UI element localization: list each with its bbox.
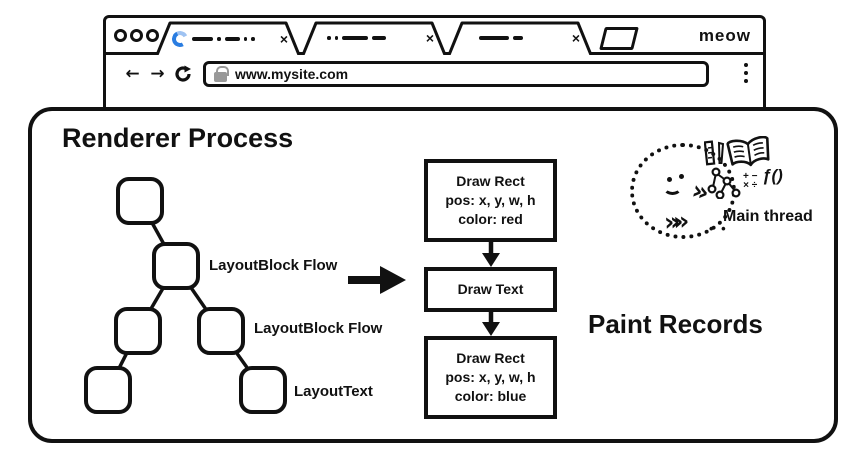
main-thread-label: Main thread [723, 208, 813, 225]
window-control-dot[interactable] [146, 29, 159, 42]
browser-menu-button[interactable] [744, 63, 748, 83]
paint-records-title: Paint Records [588, 309, 763, 339]
lock-icon [214, 65, 229, 82]
node-graph-icon [707, 167, 741, 199]
down-arrow-icon [482, 241, 500, 267]
math-symbols-icon: + − × ÷ [743, 171, 758, 191]
open-book-icon [726, 136, 770, 167]
window-controls [114, 29, 159, 42]
paint-record-line: color: blue [454, 388, 527, 404]
tree-label-layoutblock-flow-1: LayoutBlock Flow [209, 257, 338, 274]
layout-tree-node-text [239, 366, 287, 414]
renderer-process-panel: Renderer Process LayoutBlock Flow Layout… [28, 107, 838, 443]
tab-close-icon[interactable]: × [571, 30, 580, 46]
tab-title-placeholder: × [327, 31, 434, 45]
panel-title: Renderer Process [62, 123, 294, 153]
paint-record-line: Draw Text [457, 281, 524, 297]
flow-arrow-icon [348, 266, 406, 294]
paint-record-line: Draw Rect [456, 173, 525, 189]
tab-close-icon[interactable]: × [425, 30, 434, 46]
chevron-right-icon: »» [663, 206, 684, 237]
pencil-ruler-icon [704, 140, 725, 166]
paint-record-draw-text: Draw Text [424, 267, 557, 312]
window-control-dot[interactable] [114, 29, 127, 42]
url-text: www.mysite.com [235, 66, 349, 82]
layout-tree-node-block1 [152, 242, 200, 290]
back-button[interactable]: ← [125, 64, 140, 84]
dot-trail: • • [709, 221, 728, 236]
browser-brand-label: meow [698, 26, 751, 45]
down-arrow-icon [482, 311, 500, 336]
browser-window: × × × meow [103, 15, 766, 115]
loading-spinner-icon [169, 28, 191, 50]
tab-background-1[interactable]: × [301, 21, 447, 55]
paint-record-draw-rect-red: Draw Rect pos: x, y, w, h color: red [424, 159, 557, 242]
layout-tree-node-child-left [114, 307, 162, 355]
main-thread-character: » »» • • + − × ÷ [626, 135, 865, 253]
paint-record-line: Draw Rect [456, 350, 525, 366]
tab-title-placeholder: × [169, 28, 288, 50]
tab-close-icon[interactable]: × [279, 31, 288, 47]
smile-icon [663, 180, 682, 195]
paint-record-line: color: red [458, 211, 523, 227]
layout-tree-node-root [116, 177, 164, 225]
tab-active-loading[interactable]: × [155, 21, 301, 55]
reload-icon [174, 65, 191, 82]
function-icon: ƒ() [762, 166, 783, 185]
new-tab-button[interactable] [599, 27, 639, 50]
paint-record-draw-rect-blue: Draw Rect pos: x, y, w, h color: blue [424, 336, 557, 419]
layout-tree-node-block2 [197, 307, 245, 355]
tab-title-placeholder: × [479, 31, 580, 45]
window-control-dot[interactable] [130, 29, 143, 42]
paint-record-line: pos: x, y, w, h [445, 192, 536, 208]
url-bar[interactable]: www.mysite.com [203, 61, 709, 87]
reload-button[interactable] [170, 65, 195, 83]
tree-label-layouttext: LayoutText [294, 383, 373, 400]
browser-toolbar: ← → www.mysite.com [106, 55, 763, 93]
tab-background-2[interactable]: × [447, 21, 593, 55]
eye-icon [679, 174, 684, 179]
forward-button[interactable]: → [150, 64, 165, 84]
layout-tree-node-leaf-left [84, 366, 132, 414]
paint-record-line: pos: x, y, w, h [445, 369, 536, 385]
tab-strip: × × × meow [106, 18, 763, 55]
eye-icon [667, 177, 672, 182]
tree-label-layoutblock-flow-2: LayoutBlock Flow [254, 320, 383, 337]
